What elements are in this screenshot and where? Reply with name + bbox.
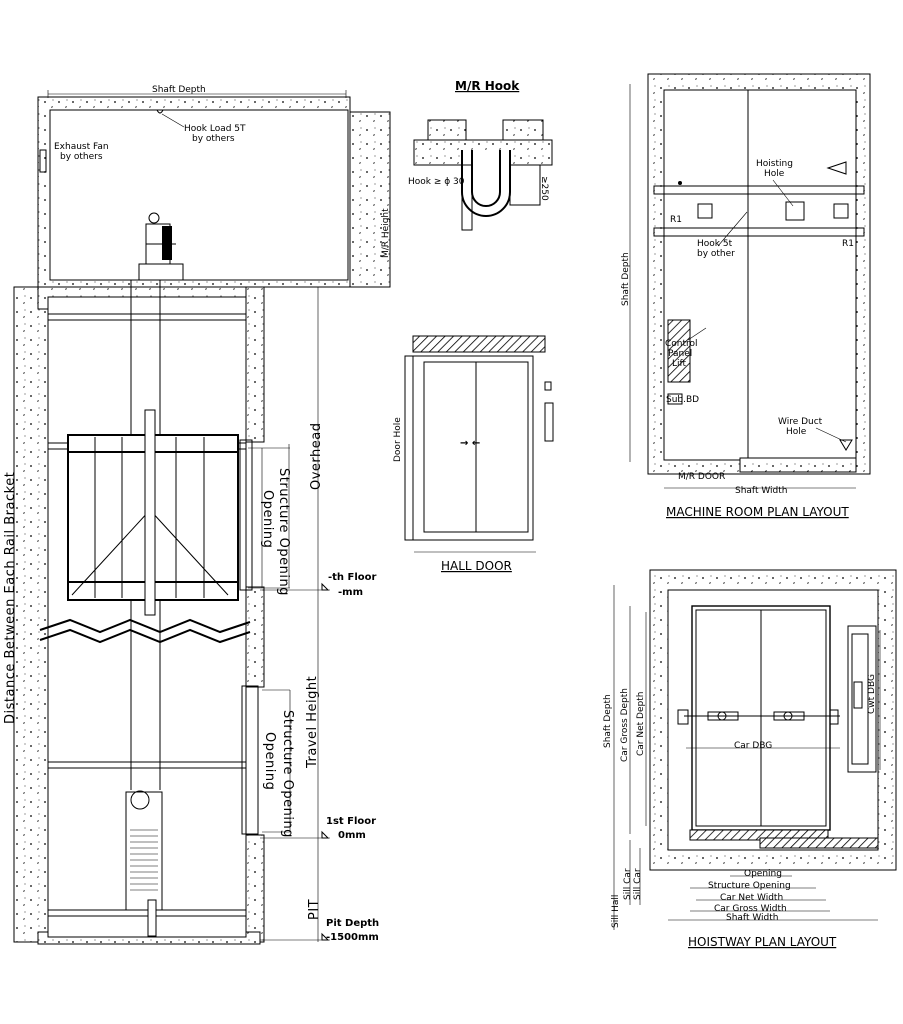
machine-room-title: MACHINE ROOM PLAN LAYOUT (666, 505, 849, 519)
mr-hook-detail: M/R Hook Hook ≥ ϕ 30 ≥250 (408, 79, 553, 231)
shaft-depth-label: Shaft Depth (152, 85, 206, 95)
wire-duct-sub-label: Hole (786, 427, 807, 437)
hoisting-hole-sub-label: Hole (764, 169, 785, 179)
exhaust-fan-annotation: Exhaust Fan by others (39, 142, 109, 173)
mr-height-label: M/R Height (381, 208, 391, 258)
sub-bd-label: Sub.BD (666, 395, 699, 405)
control-panel-sub-label: Panel (668, 349, 692, 359)
first-floor-label: 1st Floor (326, 816, 376, 827)
pit-depth-label: Pit Depth (326, 918, 379, 929)
car-gross-depth-label: Car Gross Depth (620, 688, 630, 762)
machine-room-section (37, 96, 391, 288)
cwt-dbg-label: Cwt DBG (867, 674, 877, 714)
hook-load-sub-label: by others (192, 134, 235, 144)
elevator-section: Shaft Depth Hook Load 5T by others Exhau… (3, 85, 391, 945)
wire-duct-label: Wire Duct (778, 417, 823, 427)
rail-bracket-label: Distance Between Each Rail Bracket (3, 472, 18, 724)
hoistway-title: HOISTWAY PLAN LAYOUT (688, 935, 837, 949)
shaft-depth-dimension: Shaft Depth (47, 85, 347, 98)
pit-depth-mm-label: -1500mm (326, 932, 379, 943)
side-dim-label: ≥250 (539, 176, 549, 201)
overhead-label: Overhead (309, 423, 324, 491)
pit-label: PIT (307, 899, 322, 920)
r1-left-label: R1 (670, 215, 682, 225)
exhaust-fan-sub-label: by others (60, 152, 103, 162)
hoistway-section (13, 280, 265, 945)
section-dimensions (248, 286, 330, 942)
mr-hook-title: M/R Hook (455, 79, 520, 93)
machine-room-plan: Shaft Depth Shaft Width Hoisting Hole Ho… (621, 73, 871, 519)
sill-hall-label: Sill Hall (611, 895, 621, 928)
travel-height-label: Travel Height (305, 676, 320, 769)
th-floor-label: -th Floor (328, 572, 377, 583)
th-floor-mm-label: -mm (338, 587, 363, 598)
car-gross-width-label: Car Gross Width (714, 904, 787, 914)
hook-load-label: Hook Load 5T (184, 124, 246, 134)
hoisting-hole-label: Hoisting (756, 159, 793, 169)
opening-lower-label: Opening (262, 732, 277, 790)
hall-door-detail: → ← Door Hole HALL DOOR (393, 335, 554, 573)
exhaust-fan-label: Exhaust Fan (54, 142, 109, 152)
mr-door-label: M/R DOOR (678, 472, 725, 482)
traction-machine (138, 212, 184, 281)
door-arrows-label: → ← (460, 438, 480, 449)
opening-upper-label: Opening (260, 490, 275, 548)
mr-shaft-width-label: Shaft Width (735, 486, 787, 496)
hook-dim-label: Hook ≥ ϕ 30 (408, 177, 465, 187)
structure-opening-upper-label: Structure Opening (276, 468, 291, 596)
control-panel-lift-label: Lift (672, 359, 687, 369)
mr-hook-sub-label: by other (697, 249, 735, 259)
hall-door-title: HALL DOOR (441, 559, 512, 573)
car-net-depth-label: Car Net Depth (636, 692, 646, 756)
structure-opening-label: Structure Opening (708, 881, 791, 891)
car-net-width-label: Car Net Width (720, 893, 783, 903)
door-hole-label: Door Hole (393, 417, 403, 462)
hw-shaft-width-label: Shaft Width (726, 913, 778, 923)
sill-car-sub-label: Sill Car (633, 868, 643, 900)
control-panel-label: Control (665, 339, 698, 349)
opening-label: Opening (744, 869, 782, 879)
first-floor-mm-label: 0mm (338, 830, 366, 841)
car-dbg-label: Car DBG (734, 741, 772, 751)
mr-shaft-depth-label: Shaft Depth (621, 252, 631, 306)
hook-load-annotation: Hook Load 5T by others (156, 109, 246, 144)
mr-hook-label: Hook 5t (697, 239, 733, 249)
structure-opening-lower-label: Structure Opening (280, 710, 295, 838)
hoistway-plan: Car DBG Cwt DBG Shaft Depth Car Gross De… (603, 569, 897, 949)
sill-car-label: Sill Car (623, 868, 633, 900)
r1-right-label: R1 (842, 239, 854, 249)
hw-shaft-depth-label: Shaft Depth (603, 694, 613, 748)
